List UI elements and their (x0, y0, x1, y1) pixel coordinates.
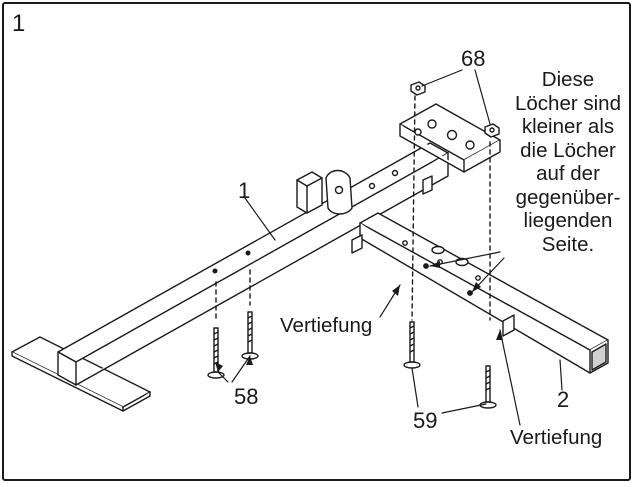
part-label-frame-2: 2 (557, 387, 570, 412)
bolts-59 (403, 321, 497, 409)
clips (351, 175, 515, 337)
diagram-frame (2, 2, 631, 481)
note-line: kleiner als (521, 115, 615, 138)
alignment-lines (215, 95, 491, 321)
arrow-heads (215, 261, 503, 372)
bolts-58 (207, 311, 259, 379)
frame-beam-1 (57, 142, 449, 386)
part-label-bolt-58: 58 (234, 384, 259, 409)
part-label-nut-68: 68 (461, 46, 486, 71)
bracket (296, 169, 353, 215)
top-mounting-plate (399, 103, 501, 173)
note-line: die Löcher (520, 138, 616, 162)
note-line: Seite. (541, 232, 595, 256)
nut-68-pair (410, 81, 500, 138)
foot-plate (11, 336, 151, 412)
part-label-frame-1: 1 (238, 178, 251, 203)
note-line: liegenden (523, 209, 613, 232)
step-number: 1 (12, 10, 26, 37)
note-line: gegenüber- (515, 185, 621, 209)
note-line: auf der (536, 162, 600, 185)
hole-size-note: Diese Löcher sind kleiner als die Löcher… (497, 68, 637, 256)
label-recess-right: Vertiefung (510, 426, 603, 449)
part-label-bolt-59: 59 (413, 408, 438, 433)
note-line: Löcher sind (515, 91, 621, 115)
note-line: Diese (541, 68, 595, 91)
label-recess-left: Vertiefung (280, 314, 373, 337)
